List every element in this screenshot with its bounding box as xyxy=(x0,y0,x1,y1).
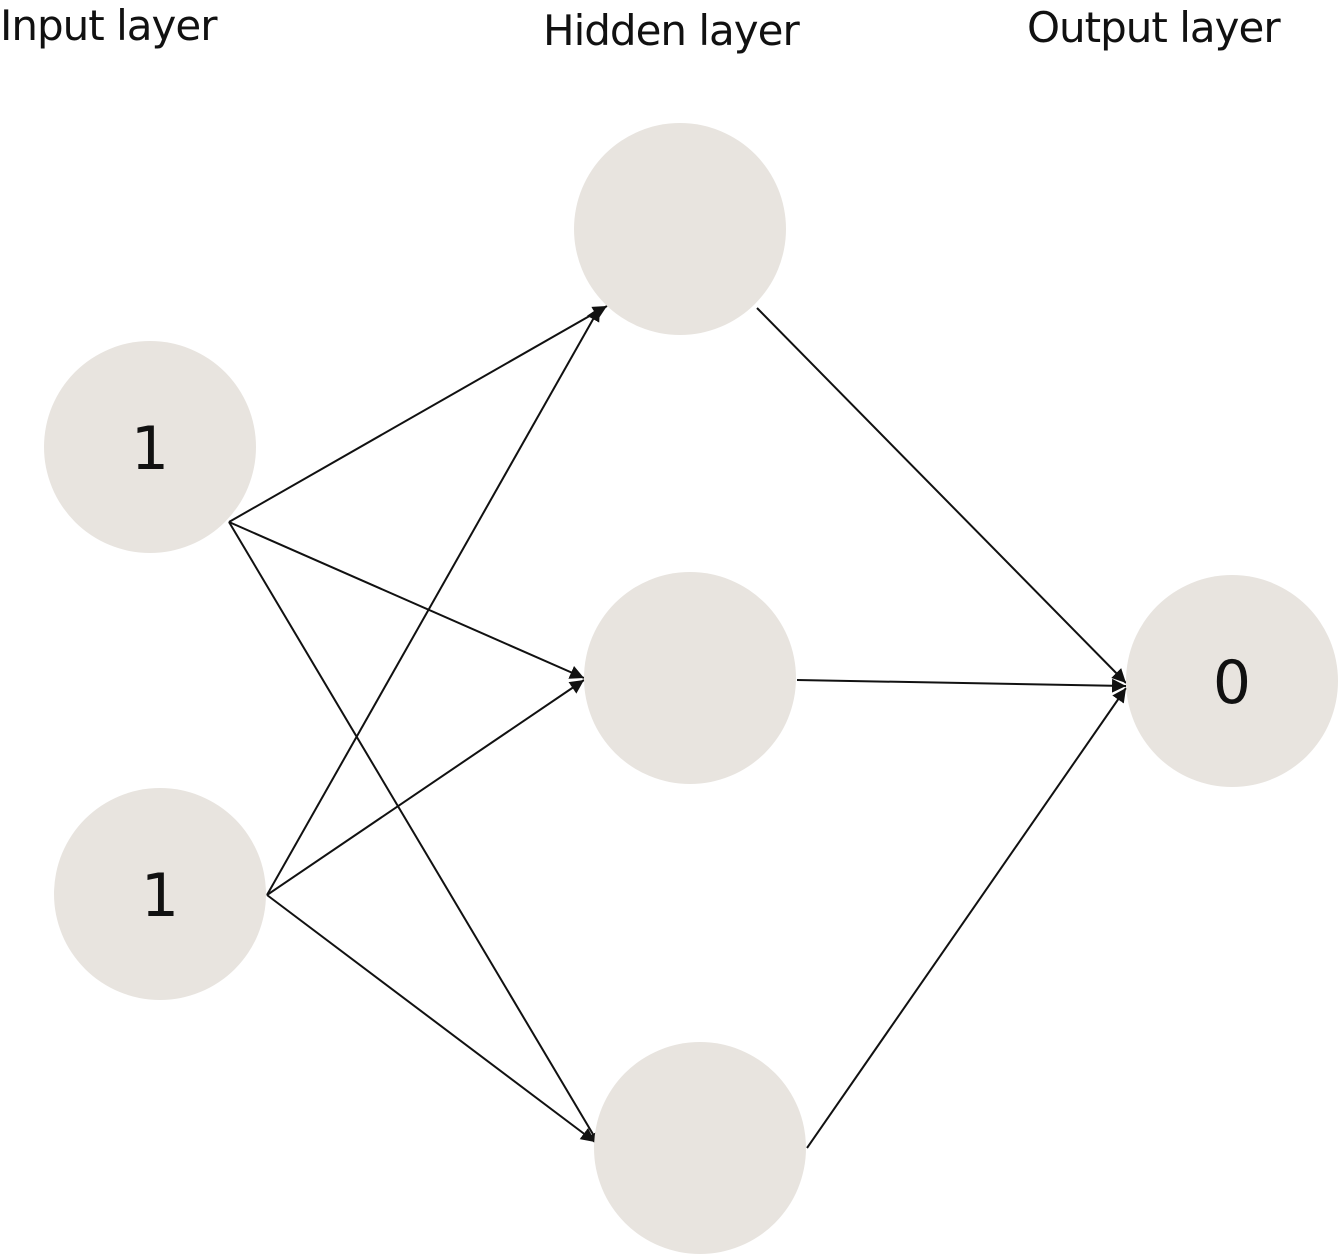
edges-group xyxy=(228,305,1127,1149)
node-output-1-circle xyxy=(1126,575,1338,787)
node-hidden-2-circle xyxy=(584,572,796,784)
edge-input-1-to-hidden-2 xyxy=(228,521,585,679)
hidden-layer-label: Hidden layer xyxy=(543,6,800,55)
edge-hidden-3-to-output-1 xyxy=(806,687,1127,1149)
edge-input-1-to-hidden-3 xyxy=(228,521,601,1147)
node-output-1: 0 xyxy=(1126,575,1338,787)
node-hidden-3 xyxy=(594,1042,806,1254)
edge-input-1-to-hidden-1 xyxy=(228,305,608,523)
node-input-2: 1 xyxy=(54,788,266,1000)
edge-input-2-to-hidden-2 xyxy=(266,679,585,896)
node-input-1: 1 xyxy=(44,341,256,553)
node-output-1-value: 0 xyxy=(1213,648,1251,718)
node-hidden-2 xyxy=(584,572,796,784)
input-layer-label: Input layer xyxy=(0,1,218,50)
node-input-1-value: 1 xyxy=(131,414,169,484)
node-hidden-3-circle xyxy=(594,1042,806,1254)
node-hidden-1 xyxy=(574,123,786,335)
output-layer-label: Output layer xyxy=(1027,3,1281,52)
node-input-1-circle xyxy=(44,341,256,553)
edge-input-2-to-hidden-3 xyxy=(266,894,596,1143)
edge-input-2-to-hidden-1 xyxy=(266,306,601,896)
node-hidden-1-circle xyxy=(574,123,786,335)
node-input-2-circle xyxy=(54,788,266,1000)
edge-hidden-1-to-output-1 xyxy=(756,307,1127,684)
node-input-2-value: 1 xyxy=(141,861,179,931)
edge-hidden-2-to-output-1 xyxy=(796,678,1127,693)
